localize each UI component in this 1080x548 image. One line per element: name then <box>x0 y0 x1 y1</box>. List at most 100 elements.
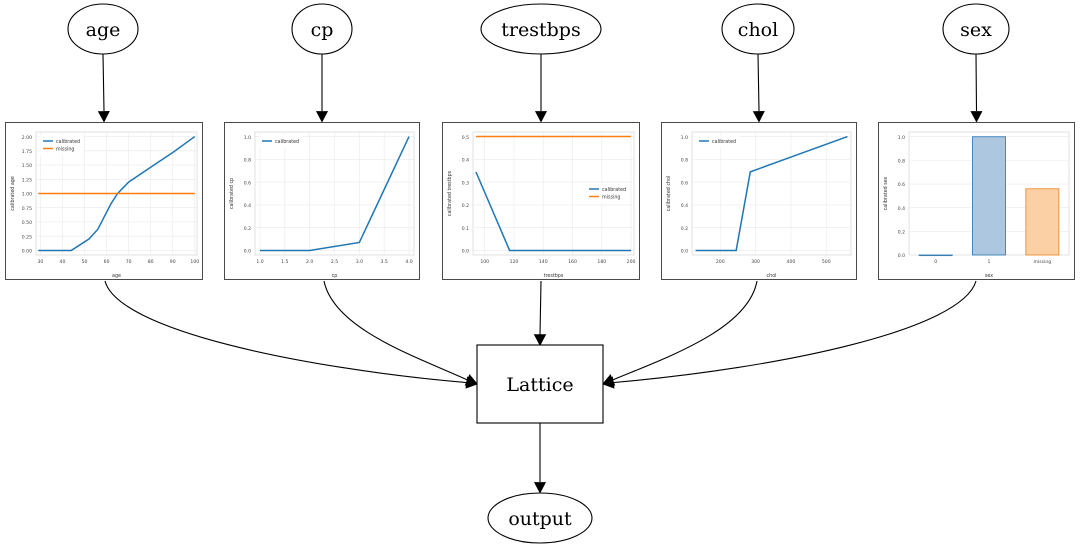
legend-label-calibrated: calibrated <box>602 187 626 193</box>
yaxis-title-chol: calibrated chol <box>666 176 672 212</box>
ytick-label: 1.25 <box>22 177 32 183</box>
ytick-label: 1.75 <box>22 149 32 155</box>
edge-chol-to-lattice <box>612 280 758 381</box>
ytick-label: 0.25 <box>22 234 32 240</box>
input-node-trestbps[interactable] <box>480 3 602 55</box>
xtick-label: 40 <box>60 259 66 265</box>
legend-label-calibrated: calibrated <box>56 139 80 145</box>
ytick-label: 0.1 <box>462 226 469 232</box>
ytick-label: 0.4 <box>462 158 469 164</box>
xaxis-title-sex: sex <box>985 274 993 279</box>
bar-missing <box>1025 188 1060 256</box>
ytick-label: 0.6 <box>244 180 251 186</box>
output-node[interactable] <box>487 492 593 544</box>
ytick-label: 0.6 <box>898 182 905 188</box>
lattice-node[interactable] <box>476 344 604 424</box>
arrowhead-trestbps-to-plot <box>534 111 548 123</box>
arrowhead-lattice-to-output <box>533 482 547 494</box>
xtick-label: 1.0 <box>256 259 263 265</box>
arrowhead-cp-to-lattice <box>464 374 478 386</box>
input-node-label-age: age <box>86 19 121 41</box>
xtick-label: 70 <box>126 259 132 265</box>
ytick-label: 0.4 <box>898 206 905 212</box>
ytick-label: 1.00 <box>22 192 32 198</box>
xtick-label: 3.0 <box>356 259 363 265</box>
edge-age-to-plot <box>102 53 105 112</box>
xtick-label: 1 <box>988 259 991 265</box>
ytick-label: 0.8 <box>244 158 251 164</box>
arrowhead-chol-to-plot <box>752 111 765 123</box>
ytick-label: 0.6 <box>681 180 688 186</box>
input-node-cp[interactable] <box>291 3 353 55</box>
yaxis-title-trestbps: calibrated trestbps <box>447 170 453 216</box>
xaxis-title-chol: chol <box>767 273 777 279</box>
series-line-calibrated <box>259 136 410 252</box>
output-node-label: output <box>508 508 572 530</box>
input-node-label-chol: chol <box>738 19 778 41</box>
ytick-label: 1.0 <box>898 135 905 141</box>
ytick-label: 0.8 <box>681 158 688 164</box>
series-line-calibrated <box>38 135 196 252</box>
legend-chol: calibrated <box>696 135 740 149</box>
legend-label-calibrated: calibrated <box>275 139 299 145</box>
ytick-label: 0.5 <box>462 135 469 141</box>
input-node-label-trestbps: trestbps <box>501 19 580 41</box>
xtick-label: 100 <box>480 259 489 265</box>
edge-trestbps-to-lattice <box>539 280 542 336</box>
ytick-label: 1.0 <box>681 135 688 141</box>
xtick-label: 30 <box>37 259 43 265</box>
xtick-label: 200 <box>627 259 636 265</box>
ytick-label: 0.8 <box>898 159 905 165</box>
xtick-label: 0 <box>934 259 937 265</box>
edge-cp-to-lattice <box>323 280 469 381</box>
edge-sex-to-plot <box>975 53 978 112</box>
xaxis-title-age: age <box>112 274 121 279</box>
xtick-label: 3.5 <box>381 259 388 265</box>
yaxis-title-sex: calibrated sex <box>883 176 889 210</box>
ytick-label: 0.0 <box>462 249 469 255</box>
ytick-label: 0.00 <box>22 249 32 255</box>
xtick-label: 80 <box>148 259 154 265</box>
yaxis-title-cp: calibrated cp <box>229 178 235 209</box>
ytick-label: 0.2 <box>681 226 688 232</box>
arrowhead-sex-to-lattice <box>601 376 615 389</box>
ytick-label: 1.50 <box>22 163 32 169</box>
arrowhead-chol-to-lattice <box>602 374 616 386</box>
yaxis-title-age: calibrated age <box>10 176 16 211</box>
xaxis-title-trestbps: trestbps <box>544 273 564 279</box>
xtick-label: 2.5 <box>331 259 338 265</box>
xtick-label: 140 <box>539 259 548 265</box>
xtick-label: 100 <box>190 259 199 265</box>
edge-chol-to-plot <box>757 53 760 112</box>
bar-1 <box>972 136 1006 256</box>
xtick-label: 300 <box>751 259 760 265</box>
ytick-label: 0.0 <box>898 253 905 259</box>
xtick-label: 60 <box>104 259 110 265</box>
lattice-node-label: Lattice <box>506 374 573 396</box>
ytick-label: 0.75 <box>22 206 32 212</box>
ytick-label: 0.2 <box>244 226 251 232</box>
legend-label-missing: missing <box>602 194 620 200</box>
xtick-label: 2.0 <box>306 259 313 265</box>
input-node-label-cp: cp <box>311 19 334 41</box>
xtick-label: missing <box>1034 259 1052 265</box>
ytick-label: 0.4 <box>244 203 251 209</box>
input-node-sex[interactable] <box>942 3 1010 55</box>
input-node-age[interactable] <box>67 3 139 55</box>
series-line-calibrated <box>695 135 848 252</box>
xtick-label: 400 <box>787 259 796 265</box>
input-node-chol[interactable] <box>721 3 795 55</box>
arrowhead-trestbps-to-lattice <box>533 334 547 347</box>
legend-label-missing: missing <box>56 146 74 152</box>
xtick-label: 180 <box>597 259 606 265</box>
edge-sex-to-lattice <box>612 280 977 384</box>
arrowhead-sex-to-plot <box>970 111 983 123</box>
